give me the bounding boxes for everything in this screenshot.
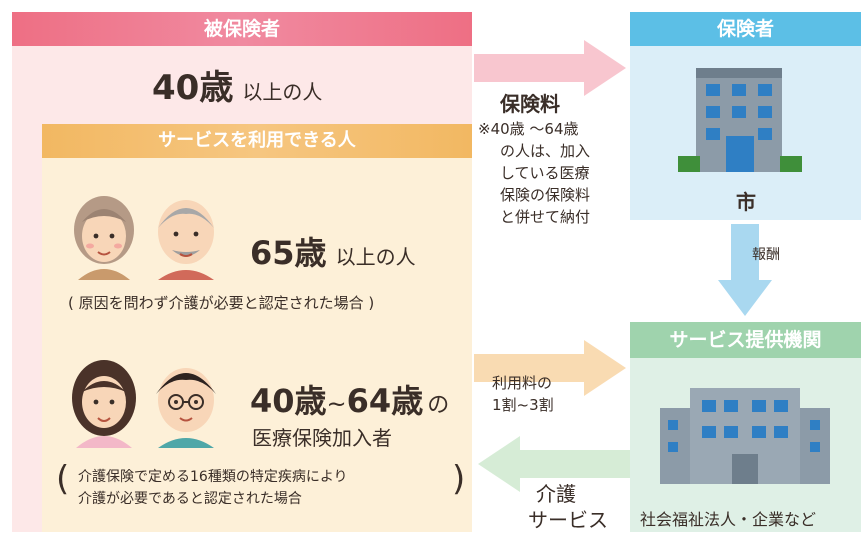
provider-header: サービス提供機関 xyxy=(630,322,861,358)
open-paren: ( xyxy=(56,459,70,499)
group40-particle: の xyxy=(427,393,450,418)
elderly-man-icon xyxy=(158,200,214,280)
insured-age-value: 40歳 xyxy=(152,68,234,108)
group40-tilde: ~ xyxy=(326,390,347,418)
provider-caption: 社会福祉法人・企業など xyxy=(640,510,817,529)
care-service-line-1: 介護 xyxy=(536,482,576,506)
close-paren: ) xyxy=(452,459,466,499)
group40-condition-line2: 介護が必要であると認定された場合 xyxy=(78,491,302,507)
facility-building-icon xyxy=(660,388,830,484)
premium-arrow-icon xyxy=(474,40,626,96)
group65-age-value: 65歳 xyxy=(250,234,327,272)
premium-note-line-5: と併せて納付 xyxy=(500,208,591,226)
man-with-glasses-icon xyxy=(156,368,216,448)
insured-age: 40歳 以上の人 xyxy=(152,60,322,109)
insured-age-suffix: 以上の人 xyxy=(242,80,323,104)
group40-condition-line1: 介護保険で定める16種類の特定疾病により xyxy=(78,469,348,485)
care-service-arrow-icon xyxy=(478,436,630,492)
group40-age: 40歳~64歳の xyxy=(250,376,449,422)
care-service-line-2: サービス xyxy=(528,508,608,532)
insurer-header: 保険者 xyxy=(630,12,861,46)
premium-note-line-2: の人は、加入 xyxy=(500,142,591,160)
woman-icon xyxy=(72,360,136,448)
reward-arrow-icon xyxy=(718,224,772,316)
insurer-name: 市 xyxy=(736,190,756,214)
group40-age-a: 40歳 xyxy=(250,382,327,420)
group65-age: 65歳 以上の人 xyxy=(250,228,416,274)
city-hall-building-icon xyxy=(678,68,802,172)
premium-note-line-1: ※40歳 〜64歳 xyxy=(478,120,579,138)
service-users-header: サービスを利用できる人 xyxy=(42,124,472,158)
middle-aged-couple-illustration xyxy=(72,360,216,448)
premium-title: 保険料 xyxy=(500,92,560,116)
elderly-couple-illustration xyxy=(74,196,214,280)
usage-fee-line-2: 1割~3割 xyxy=(492,396,554,414)
insured-header: 被保険者 xyxy=(12,12,472,46)
usage-fee-arrow-icon xyxy=(474,340,626,396)
group40-age-b: 64歳 xyxy=(346,382,424,420)
service-users-panel xyxy=(42,124,472,532)
elderly-woman-icon xyxy=(74,196,134,280)
reward-label: 報酬 xyxy=(752,247,780,263)
premium-note-line-4: 保険の保険料 xyxy=(500,186,591,204)
group40-sub: 医療保険加入者 xyxy=(252,426,392,450)
group65-age-suffix: 以上の人 xyxy=(335,245,416,269)
group65-condition: ( 原因を問わず介護が必要と認定された場合 ) xyxy=(68,294,375,312)
premium-note-line-3: している医療 xyxy=(500,164,590,182)
usage-fee-line-1: 利用料の xyxy=(492,374,553,392)
